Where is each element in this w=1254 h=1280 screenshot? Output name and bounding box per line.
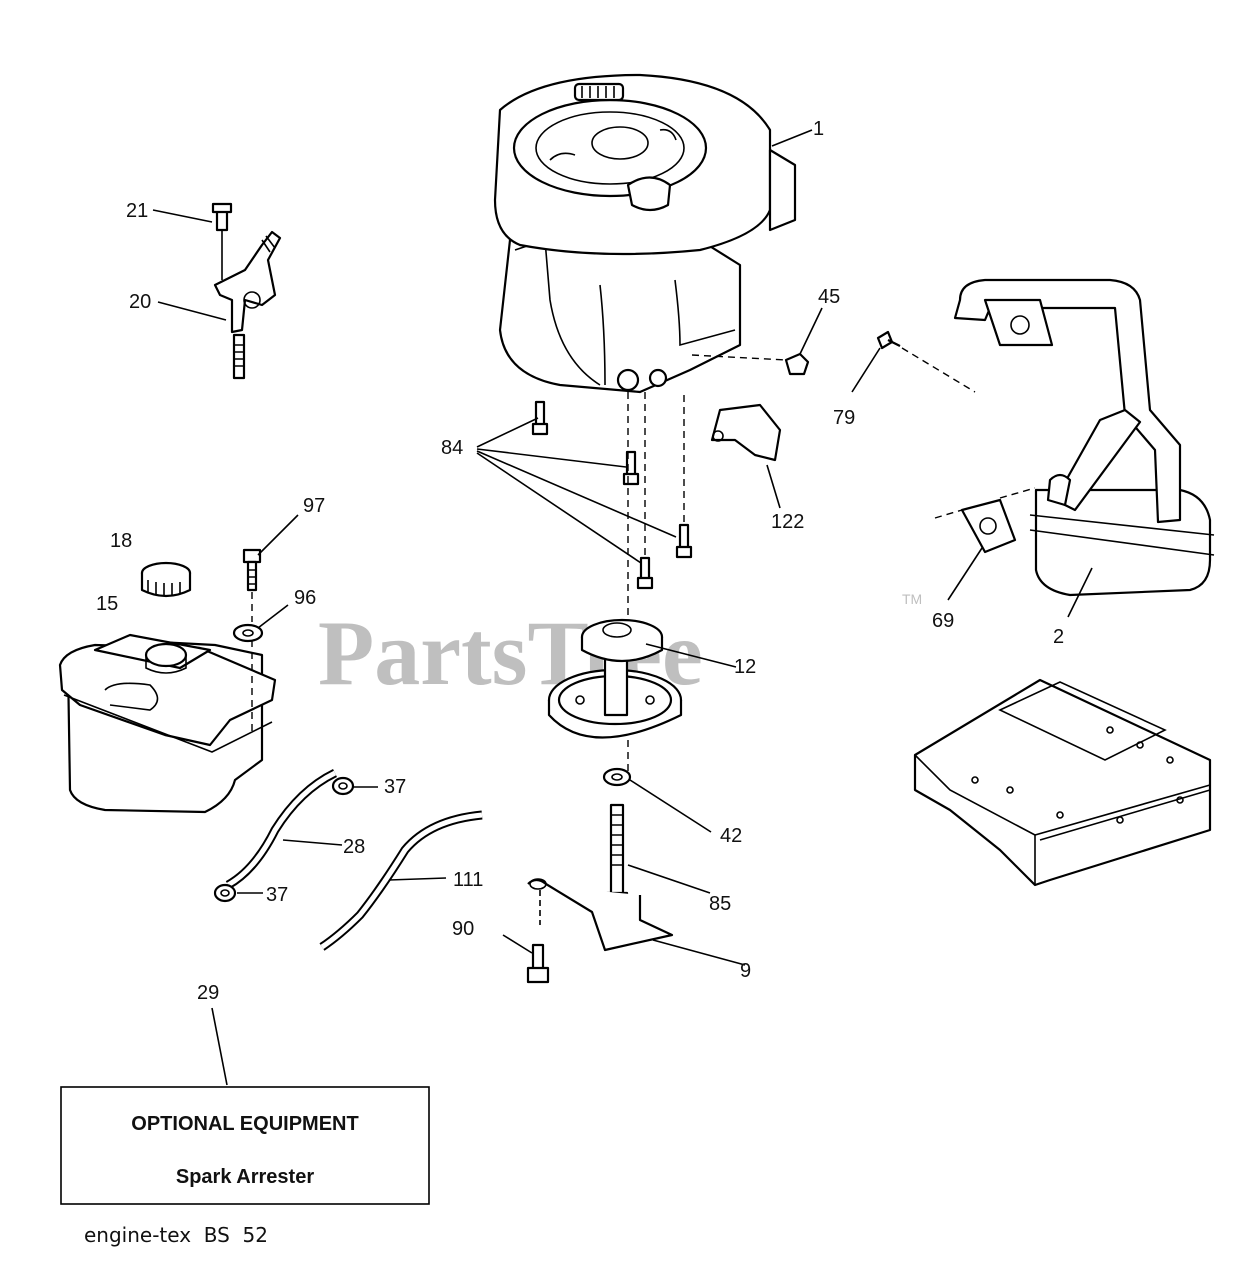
washer-96 bbox=[232, 623, 264, 643]
callout-97: 97 bbox=[303, 495, 325, 517]
fuel-line-111 bbox=[319, 810, 483, 951]
watermark-tm: TM bbox=[902, 591, 922, 607]
bolt-79 bbox=[876, 330, 1036, 519]
callout-12: 12 bbox=[734, 656, 756, 678]
callout-1: 1 bbox=[813, 118, 824, 140]
fuel-tank-15 bbox=[58, 633, 277, 814]
callout-37-top: 37 bbox=[384, 776, 406, 798]
callout-90: 90 bbox=[452, 918, 474, 940]
callout-122: 122 bbox=[771, 511, 804, 533]
bracket-122 bbox=[710, 403, 782, 462]
gasket-69 bbox=[960, 498, 1017, 554]
optional-equipment-box: OPTIONAL EQUIPMENT Spark Arrester bbox=[60, 1086, 430, 1205]
engine bbox=[493, 73, 797, 394]
callout-45: 45 bbox=[818, 286, 840, 308]
bolt-90 bbox=[526, 943, 550, 984]
callout-9: 9 bbox=[740, 960, 751, 982]
muffler bbox=[953, 278, 1215, 597]
bracket-9 bbox=[527, 878, 674, 952]
engine-plate bbox=[913, 678, 1212, 887]
throttle-control bbox=[211, 202, 282, 380]
callout-37-bottom: 37 bbox=[266, 884, 288, 906]
callout-2: 2 bbox=[1053, 626, 1064, 648]
callout-85: 85 bbox=[709, 893, 731, 915]
bolts-84 bbox=[531, 400, 693, 590]
callout-79: 79 bbox=[833, 407, 855, 429]
nut-45 bbox=[691, 352, 810, 376]
callout-111: 111 bbox=[453, 869, 483, 891]
spark-arrester-label: Spark Arrester bbox=[176, 1166, 314, 1188]
callout-20: 20 bbox=[129, 291, 151, 313]
clamp-37-bottom bbox=[213, 883, 237, 903]
optional-equipment-title: OPTIONAL EQUIPMENT bbox=[131, 1113, 358, 1135]
fuel-line-28 bbox=[225, 768, 338, 889]
leader-lines bbox=[152, 129, 1093, 1086]
bolt-97 bbox=[242, 548, 262, 735]
callout-29: 29 bbox=[197, 982, 219, 1004]
callout-28: 28 bbox=[343, 836, 365, 858]
callout-42: 42 bbox=[720, 825, 742, 847]
pulleys-12 bbox=[547, 618, 683, 739]
callout-18: 18 bbox=[110, 530, 132, 552]
callout-15: 15 bbox=[96, 593, 118, 615]
callout-21: 21 bbox=[126, 200, 148, 222]
callout-96: 96 bbox=[294, 587, 316, 609]
washer-42 bbox=[602, 767, 632, 787]
fuel-cap-18 bbox=[140, 561, 192, 598]
clamp-37-top bbox=[331, 776, 355, 796]
callout-69: 69 bbox=[932, 610, 954, 632]
diagram-code: engine-tex BS 52 bbox=[84, 1223, 268, 1247]
bolt-85 bbox=[605, 803, 629, 909]
callouts: 1 21 20 45 79 84 122 97 18 15 96 69 2 12… bbox=[96, 118, 1064, 1004]
callout-84: 84 bbox=[441, 437, 463, 459]
